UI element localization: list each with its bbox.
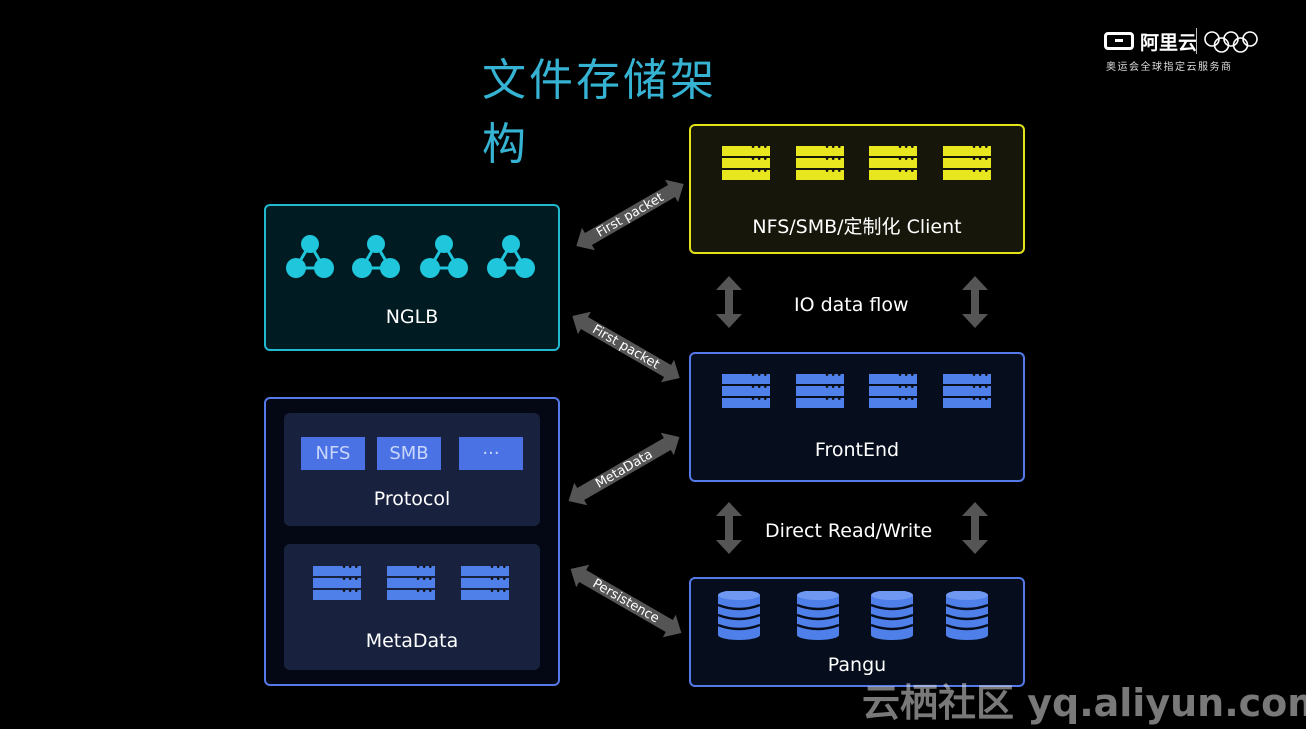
network-node-icon xyxy=(350,234,402,280)
server-icon xyxy=(943,143,991,182)
watermark: 云栖社区 yq.aliyun.com xyxy=(862,681,1306,725)
server-icon xyxy=(796,143,844,182)
server-icon xyxy=(943,371,991,410)
server-icon xyxy=(869,371,917,410)
direct-rw-label: Direct Read/Write xyxy=(765,520,933,542)
protocol-tag-more: ··· xyxy=(459,437,523,470)
logo-brand: 阿里云 xyxy=(1104,28,1197,54)
protocol-label: Protocol xyxy=(373,488,451,510)
server-icon xyxy=(722,143,770,182)
io-flow-arrow-left xyxy=(716,276,742,328)
nglb-label: NGLB xyxy=(385,306,439,328)
logo-subtitle: 奥运会全球指定云服务商 xyxy=(1106,62,1233,73)
frontend-label: FrontEnd xyxy=(814,439,900,461)
first-packet-label-top: First packet xyxy=(593,189,667,241)
io-flow-label: IO data flow xyxy=(794,294,909,316)
pangu-disks xyxy=(716,591,990,641)
database-icon xyxy=(716,591,762,641)
io-flow-arrow-right xyxy=(962,276,988,328)
logo-separator xyxy=(1196,28,1197,54)
first-packet-label-bottom: First packet xyxy=(589,321,663,373)
pangu-label: Pangu xyxy=(827,654,887,676)
server-icon xyxy=(722,371,770,410)
network-node-icon xyxy=(418,234,470,280)
page-title: 文件存储架构 xyxy=(482,55,717,170)
database-icon xyxy=(795,591,841,641)
server-icon xyxy=(461,563,509,602)
persistence-arrow: Persistence xyxy=(564,558,688,645)
network-node-icon xyxy=(284,234,336,280)
nglb-box xyxy=(264,204,560,351)
metadata-arrow-label: MetaData xyxy=(592,446,656,492)
server-icon xyxy=(796,371,844,410)
database-icon xyxy=(944,591,990,641)
first-packet-arrow-bottom: First packet xyxy=(566,305,686,390)
server-icon xyxy=(869,143,917,182)
logo-brand-text: 阿里云 xyxy=(1140,31,1198,54)
server-icon xyxy=(387,563,435,602)
first-packet-arrow-top: First packet xyxy=(570,173,690,258)
direct-rw-arrow-left xyxy=(716,502,742,554)
metadata-arrow: MetaData xyxy=(562,426,686,513)
protocol-tag-nfs: NFS xyxy=(301,437,365,470)
aliyun-logo: 阿里云 奥运会全球指定云服务商 xyxy=(1104,28,1274,76)
metadata-label: MetaData xyxy=(365,630,459,652)
olympic-rings-icon xyxy=(1204,31,1258,53)
persistence-arrow-label: Persistence xyxy=(590,575,662,627)
direct-rw-arrow-right xyxy=(962,502,988,554)
nglb-nodes xyxy=(284,234,537,280)
database-icon xyxy=(869,591,915,641)
network-node-icon xyxy=(485,234,537,280)
client-label: NFS/SMB/定制化 Client xyxy=(752,216,962,238)
protocol-tag-smb: SMB xyxy=(377,437,441,470)
server-icon xyxy=(313,563,361,602)
aliyun-bracket-icon xyxy=(1104,32,1134,50)
